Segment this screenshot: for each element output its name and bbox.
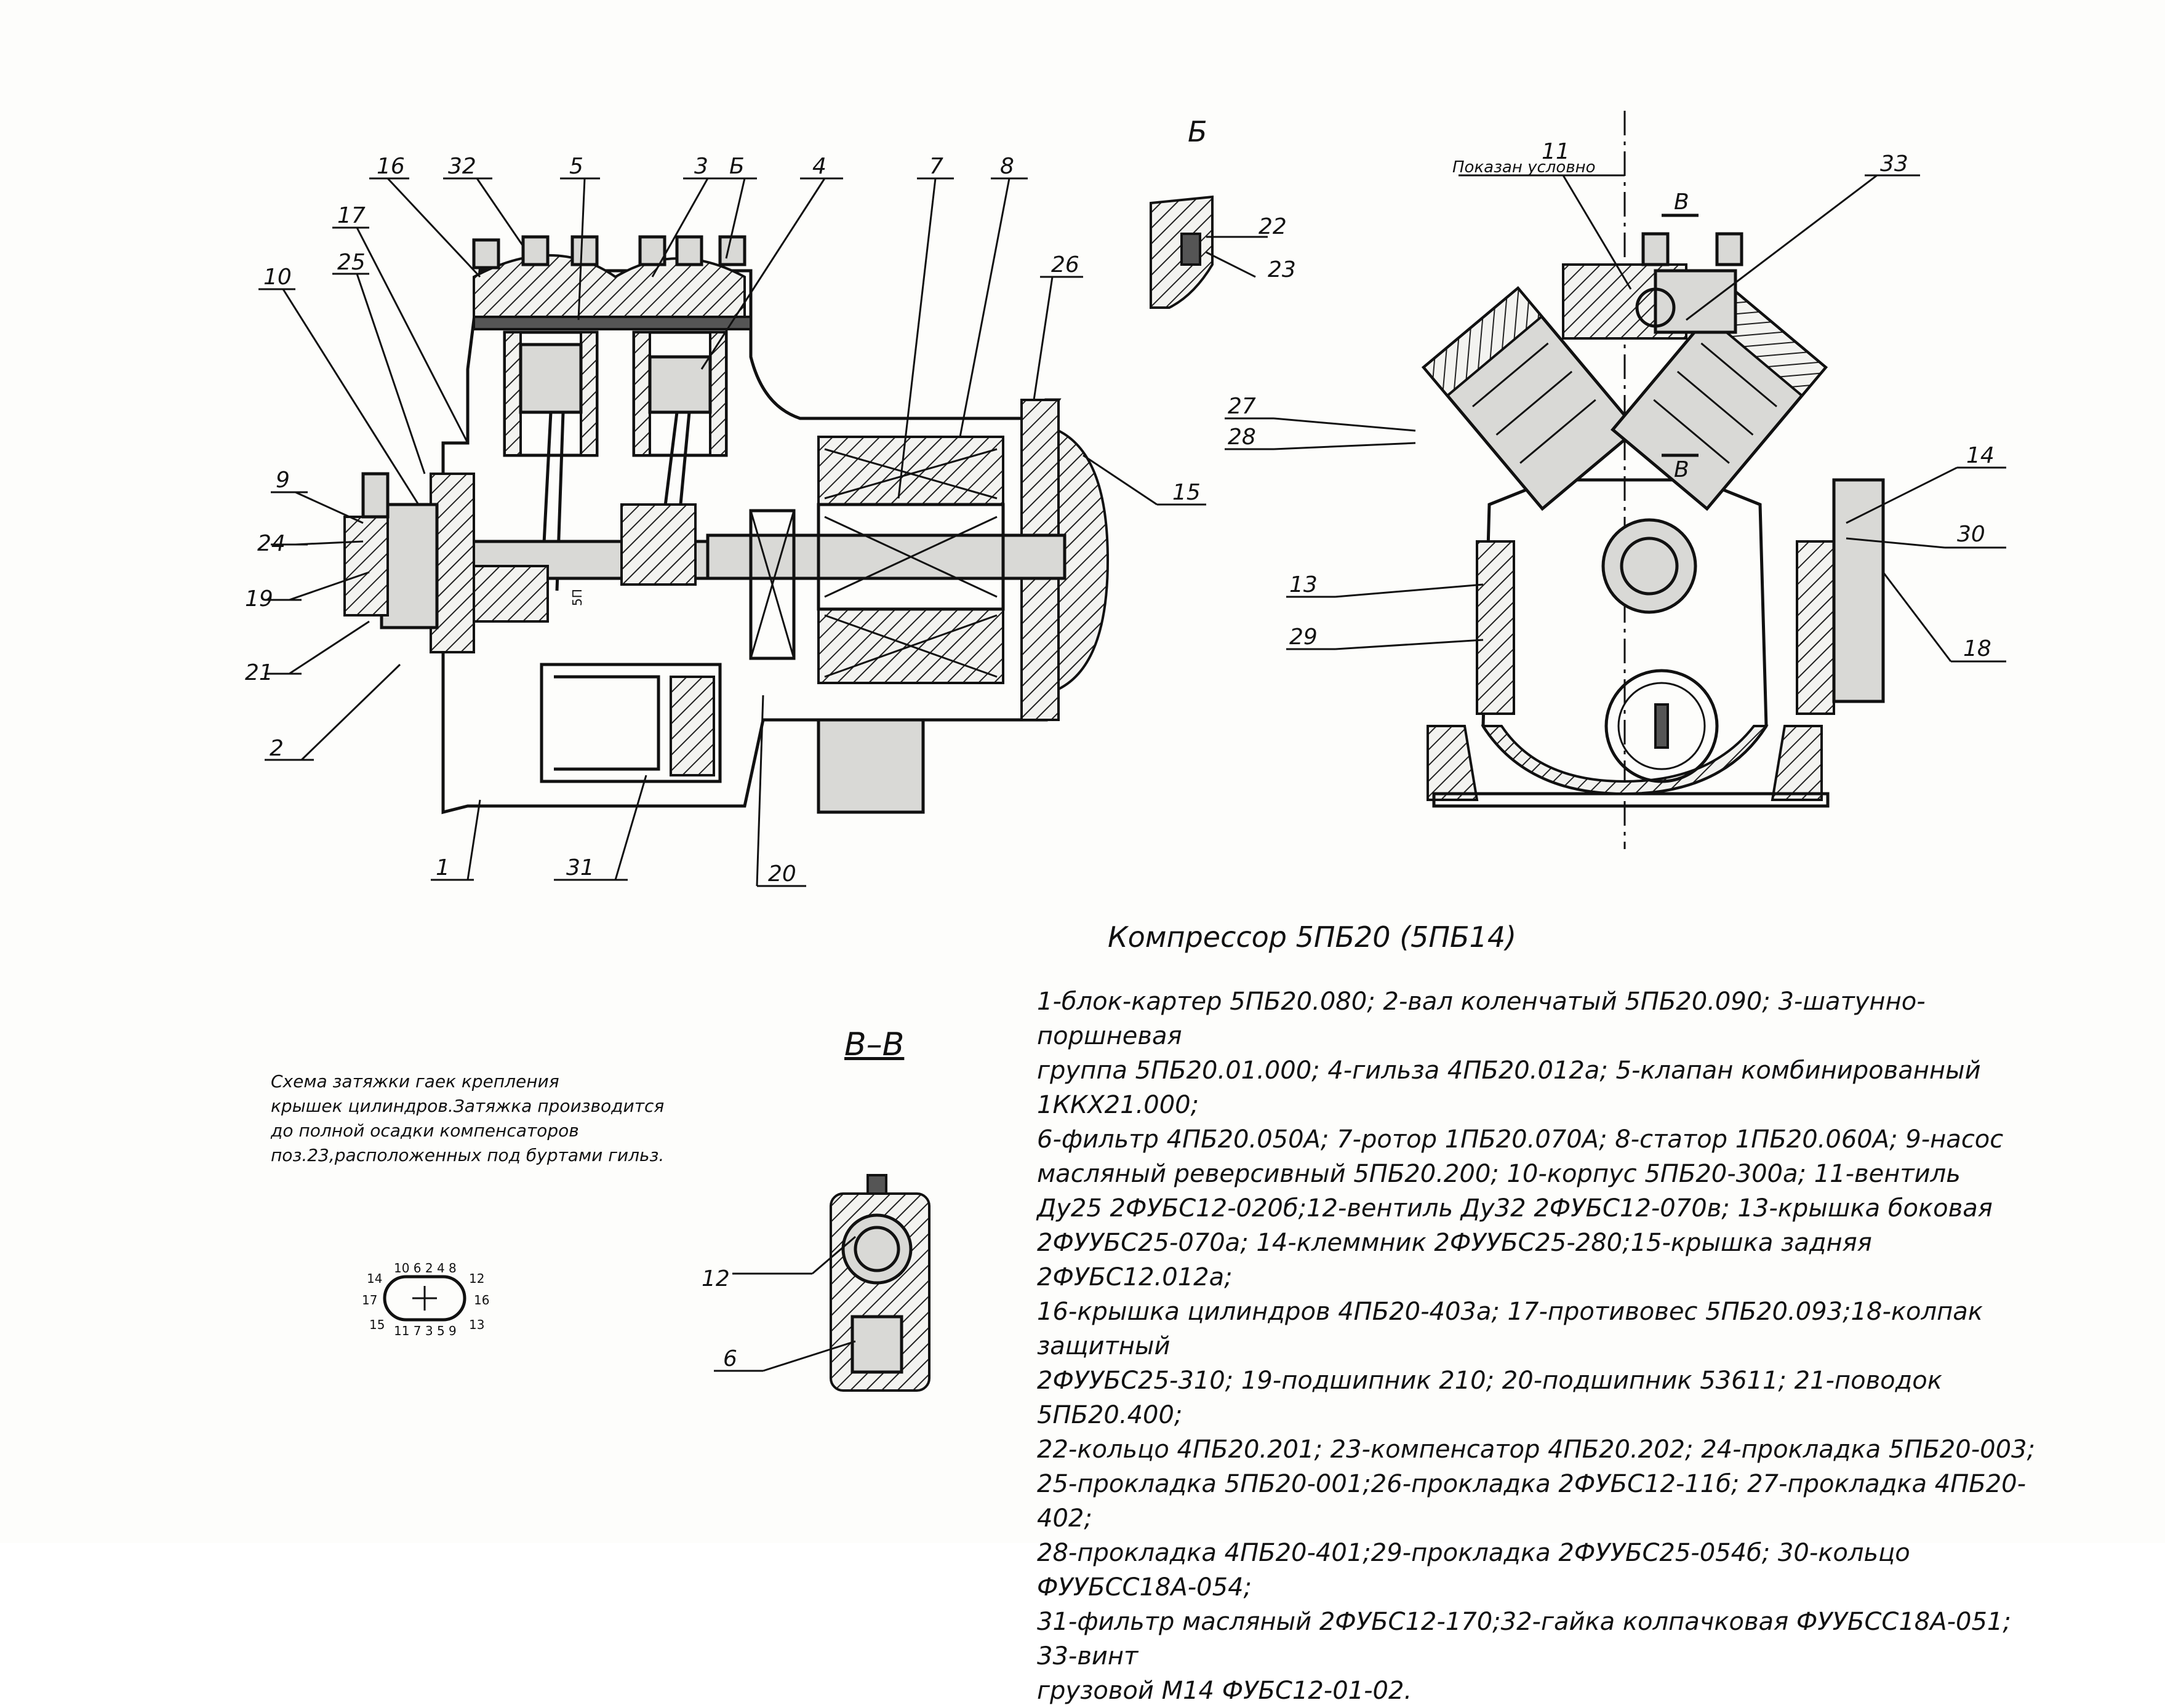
section-bb-view: 12 6	[702, 1174, 930, 1392]
callout-labels-side: 16 32 5 3 Б 4 7 8 17 25 10 26 9 24 19 21…	[245, 154, 1201, 887]
legend-line: Ду25 2ФУБС12-020б;12-вентиль Ду32 2ФУБС1…	[1037, 1194, 1993, 1223]
callout-21: 21	[245, 660, 273, 685]
callout-6: 6	[723, 1346, 737, 1371]
shown-conventionally-note: Показан условно	[1452, 158, 1596, 177]
legend-line: грузовой М14 ФУБС12-01-02.	[1037, 1677, 1412, 1705]
detail-b: Б 22 23	[1150, 115, 1296, 309]
legend-line: 1-блок-картер 5ПБ20.080; 2-вал коленчаты…	[1037, 988, 1926, 1050]
legend-line: 2ФУУБС25-070а; 14-клеммник 2ФУУБС25-280;…	[1037, 1229, 1872, 1291]
callout-b: Б	[729, 154, 745, 179]
callout-27: 27	[1228, 394, 1256, 419]
scheme-left-bottom: 15	[369, 1317, 385, 1332]
callout-32: 32	[448, 154, 476, 179]
callout-33: 33	[1880, 151, 1908, 177]
callout-13: 13	[1289, 572, 1318, 597]
side-section-view: 5П	[343, 235, 1110, 815]
scheme-right-bottom: 13	[469, 1317, 484, 1332]
legend-line: 6-фильтр 4ПБ20.050А; 7-ротор 1ПБ20.070А;…	[1037, 1125, 2004, 1154]
detail-b-label: Б	[1188, 115, 1207, 148]
callout-labels-front: Показан условно 11 33 27 28 14 30 13 29 …	[1228, 139, 1995, 661]
callout-25: 25	[337, 250, 366, 275]
cap-nuts	[472, 235, 746, 269]
leader-lines-front	[1225, 174, 2006, 663]
legend-line: 28-прокладка 4ПБ20-401;29-прокладка 2ФУУ…	[1037, 1539, 1910, 1602]
leader-lines-side	[258, 177, 1206, 887]
callout-4: 4	[812, 154, 826, 179]
callout-22: 22	[1259, 214, 1287, 239]
callout-10: 10	[263, 265, 292, 290]
callout-1: 1	[436, 855, 450, 880]
callout-30: 30	[1957, 522, 1985, 547]
technical-drawing: 5П 16 32 5 3 Б 4 7 8 17 25 10	[245, 111, 2006, 1392]
callout-26: 26	[1051, 252, 1079, 277]
callout-3: 3	[694, 154, 708, 179]
legend-line: 31-фильтр масляный 2ФУБС12-170;32-гайка …	[1037, 1608, 2011, 1670]
section-marker-top: В	[1674, 190, 1689, 215]
tightening-scheme: 10 6 2 4 8 11 7 3 5 9 14 17 15 12 16 13	[362, 1261, 489, 1338]
legend-line: 22-кольцо 4ПБ20.201; 23-компенсатор 4ПБ2…	[1037, 1435, 2035, 1464]
legend-line: 25-прокладка 5ПБ20-001;26-прокладка 2ФУБ…	[1037, 1470, 2027, 1533]
callout-12: 12	[702, 1266, 730, 1291]
tightening-note: Схема затяжки гаек крепления крышек цили…	[271, 1069, 702, 1168]
callout-16: 16	[377, 154, 405, 179]
callout-17: 17	[337, 203, 366, 228]
callout-2: 2	[270, 736, 284, 761]
callout-7: 7	[929, 154, 943, 179]
callout-19: 19	[245, 586, 273, 612]
legend-line: группа 5ПБ20.01.000; 4-гильза 4ПБ20.012а…	[1037, 1056, 1981, 1119]
callout-15: 15	[1172, 480, 1201, 505]
callout-23: 23	[1268, 257, 1296, 282]
callout-31: 31	[566, 855, 594, 880]
parts-legend: 1-блок-картер 5ПБ20.080; 2-вал коленчаты…	[1037, 984, 2052, 1708]
inner-mark: 5П	[570, 589, 585, 606]
legend-line: 16-крышка цилиндров 4ПБ20-403а; 17-проти…	[1037, 1298, 1983, 1360]
note-line: поз.23,расположенных под буртами гильз.	[271, 1145, 665, 1165]
section-bb-title: В–В	[844, 1026, 905, 1063]
note-line: до полной осадки компенсаторов	[271, 1120, 579, 1141]
scheme-left-top: 14	[367, 1271, 382, 1286]
scheme-right-mid: 16	[474, 1293, 489, 1307]
callout-11: 11	[1542, 139, 1570, 164]
callout-18: 18	[1963, 636, 1991, 661]
scheme-bottom: 11 7 3 5 9	[394, 1323, 457, 1338]
front-view: В В	[1421, 111, 1885, 849]
legend-line: масляный реверсивный 5ПБ20.200; 10-корпу…	[1037, 1160, 1961, 1188]
callout-28: 28	[1228, 425, 1256, 450]
drawing-title: Компрессор 5ПБ20 (5ПБ14)	[1108, 920, 1517, 954]
callout-14: 14	[1966, 443, 1995, 468]
legend-line: 2ФУУБС25-310; 19-подшипник 210; 20-подши…	[1037, 1367, 1942, 1429]
callout-5: 5	[569, 154, 583, 179]
note-line: крышек цилиндров.Затяжка производится	[271, 1096, 665, 1116]
scheme-top: 10 6 2 4 8	[394, 1261, 457, 1275]
scheme-left-mid: 17	[362, 1293, 377, 1307]
callout-9: 9	[276, 468, 290, 493]
scheme-right-top: 12	[469, 1271, 484, 1286]
callout-29: 29	[1289, 625, 1318, 650]
note-line: Схема затяжки гаек крепления	[271, 1071, 559, 1091]
callout-8: 8	[1000, 154, 1014, 179]
section-marker-mid: В	[1674, 457, 1689, 482]
callout-24: 24	[257, 531, 286, 556]
callout-20: 20	[768, 861, 796, 887]
